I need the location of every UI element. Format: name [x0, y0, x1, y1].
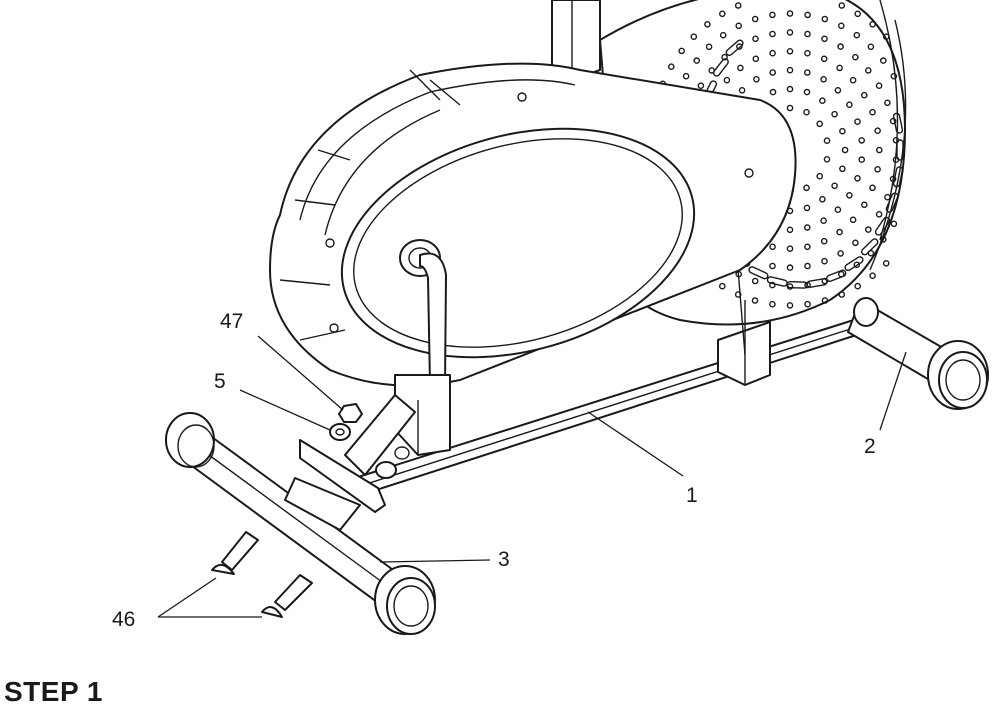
callout-2: 2 [864, 435, 876, 458]
leader-lines [157, 335, 907, 618]
rear-stabilizer [847, 297, 989, 410]
callout-3: 3 [498, 548, 510, 571]
nut-and-washer [329, 403, 363, 441]
callout-1: 1 [686, 484, 698, 507]
callout-46: 46 [112, 608, 135, 631]
carriage-bolts [211, 531, 313, 618]
callout-5: 5 [214, 370, 226, 393]
step-title: STEP 1 [4, 676, 103, 707]
callout-47: 47 [220, 310, 243, 333]
drive-housing [269, 62, 797, 387]
front-stabilizer [165, 412, 436, 635]
front-bracket [299, 374, 451, 513]
